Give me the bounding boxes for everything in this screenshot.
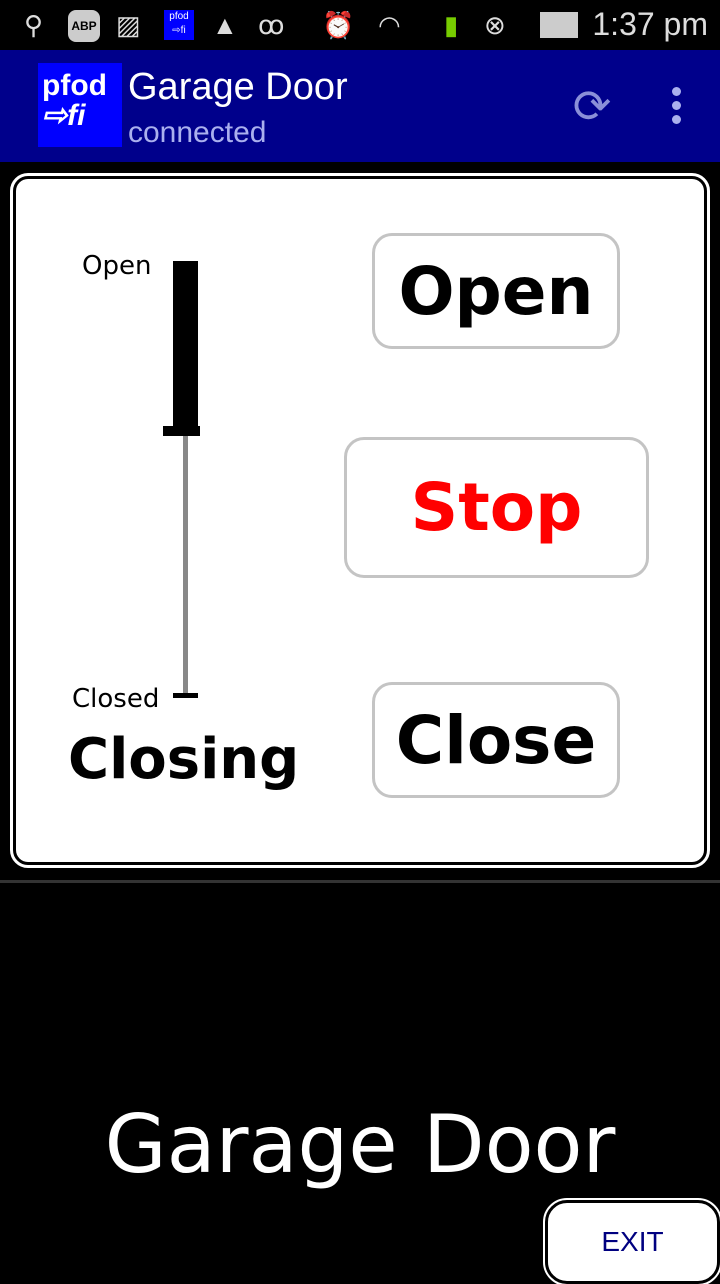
signal-icon: ▮ (444, 10, 459, 40)
slider-open-label: Open (82, 251, 152, 281)
warning-icon: ▲ (212, 10, 238, 40)
stop-button[interactable]: Stop (344, 437, 649, 578)
glasses-icon: ꝏ (258, 10, 285, 40)
signal-no-sim-icon: ⊗ (484, 10, 506, 40)
footer-title: Garage Door (104, 1098, 616, 1191)
close-button[interactable]: Close (372, 682, 620, 798)
pfodfi-logo: pfod⇨fi (38, 63, 122, 147)
open-button[interactable]: Open (372, 233, 620, 349)
adblock-icon: ABP (68, 10, 100, 42)
status-bar: ⚲ ABP ▨ pfod⇨fi ▲ ꝏ ⏰ ◠ ▮ ⊗ 1:37 pm (0, 0, 720, 50)
door-position-slider (163, 261, 200, 698)
app-title: Garage Door (128, 66, 348, 108)
pfodfi-icon: pfod⇨fi (164, 10, 194, 40)
alarm-icon: ⏰ (322, 10, 355, 40)
slider-thumb (163, 425, 200, 436)
battery-icon (540, 12, 578, 38)
slider-track (183, 261, 188, 696)
overflow-menu-icon[interactable] (660, 84, 692, 128)
slider-closed-label: Closed (72, 684, 160, 714)
connection-status: connected (128, 116, 267, 149)
clock: 1:37 pm (592, 6, 708, 42)
keyhole-icon: ⚲ (24, 10, 44, 40)
wifi-icon: ◠ (378, 10, 401, 40)
refresh-icon[interactable]: ⟳ (572, 80, 612, 132)
door-status: Closing (68, 727, 300, 792)
slider-closed-tick (173, 693, 198, 698)
image-icon: ▨ (116, 10, 141, 40)
divider (0, 880, 720, 883)
slider-fill (173, 261, 198, 431)
exit-button[interactable]: EXIT (543, 1198, 720, 1284)
control-panel: Open Closed Closing Open Stop Close (10, 173, 710, 868)
